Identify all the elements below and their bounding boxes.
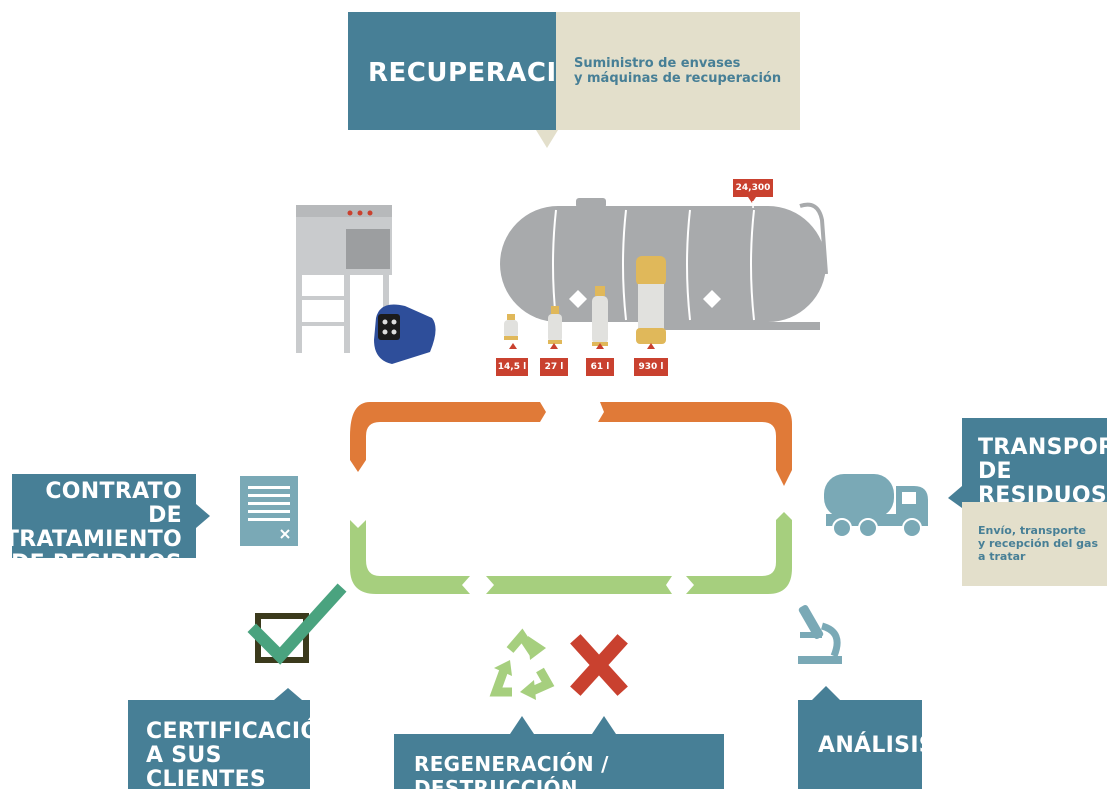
regeneracion-pointer-left	[510, 716, 534, 734]
cylinder-3-capacity-tag: 61 l	[586, 358, 614, 376]
transporte-desc-line2: y recepción del gas	[978, 537, 1099, 550]
recuperacion-desc-box: Suministro de envases y máquinas de recu…	[556, 12, 800, 130]
cylinder-4-capacity-tag: 930 l	[634, 358, 668, 376]
cylinder-1-capacity-tag: 14,5 l	[496, 358, 528, 376]
contrato-box: CONTRATO DE TRATAMIENTO DE RESIDUOS	[4, 474, 196, 576]
contrato-line2: DE TRATAMIENTO	[3, 503, 183, 552]
green-arrow-middle	[486, 576, 672, 594]
certificacion-line1: CERTIFICACIÓN	[146, 719, 339, 744]
certificacion-pointer	[274, 688, 302, 700]
transporte-line2: DE RESIDUOS	[978, 459, 1107, 508]
transporte-desc-box: Envío, transporte y recepción del gas a …	[962, 502, 1107, 586]
regeneracion-box: REGENERACIÓN / DESTRUCCIÓN	[394, 734, 724, 800]
cylinder-2-capacity-tag: 27 l	[540, 358, 568, 376]
transporte-line1: TRANSPORTE	[978, 435, 1107, 460]
contrato-pointer	[196, 504, 210, 528]
green-arrow-left	[350, 520, 470, 594]
analisis-box: ANÁLISIS	[798, 700, 935, 789]
machine-icon	[296, 205, 436, 364]
recycle-icon	[489, 628, 555, 700]
document-icon	[240, 476, 298, 546]
contrato-line1: CONTRATO	[45, 479, 182, 504]
regeneracion-label: REGENERACIÓN / DESTRUCCIÓN	[414, 752, 609, 800]
checkbox-icon	[247, 583, 347, 665]
microscope-icon	[798, 605, 842, 664]
contrato-line3: DE RESIDUOS	[11, 551, 182, 576]
tank-icon	[500, 198, 828, 346]
transporte-desc-line3: a tratar	[978, 550, 1026, 563]
orange-arrow-right	[598, 402, 792, 486]
orange-arrow-left	[350, 402, 546, 472]
transporte-desc-line1: Envío, transporte	[978, 524, 1086, 537]
analisis-pointer	[812, 686, 840, 700]
transporte-pointer	[948, 486, 962, 508]
cross-icon	[570, 634, 628, 696]
certificacion-box: CERTIFICACIÓN A SUS CLIENTES	[128, 700, 338, 792]
cycle-arrows	[350, 402, 792, 594]
analisis-label: ANÁLISIS	[818, 733, 935, 758]
recuperacion-desc-line2: y máquinas de recuperación	[574, 71, 782, 86]
transporte-box: TRANSPORTE DE RESIDUOS	[962, 418, 1107, 508]
truck-icon	[824, 474, 928, 538]
certificacion-line2: A SUS CLIENTES	[146, 743, 267, 792]
regeneracion-pointer-right	[592, 716, 616, 734]
green-arrow-right	[686, 512, 792, 594]
recuperacion-pointer	[536, 130, 558, 148]
recuperacion-desc-line1: Suministro de envases	[574, 56, 741, 71]
tank-capacity-tag: 24,300 l	[733, 179, 773, 211]
